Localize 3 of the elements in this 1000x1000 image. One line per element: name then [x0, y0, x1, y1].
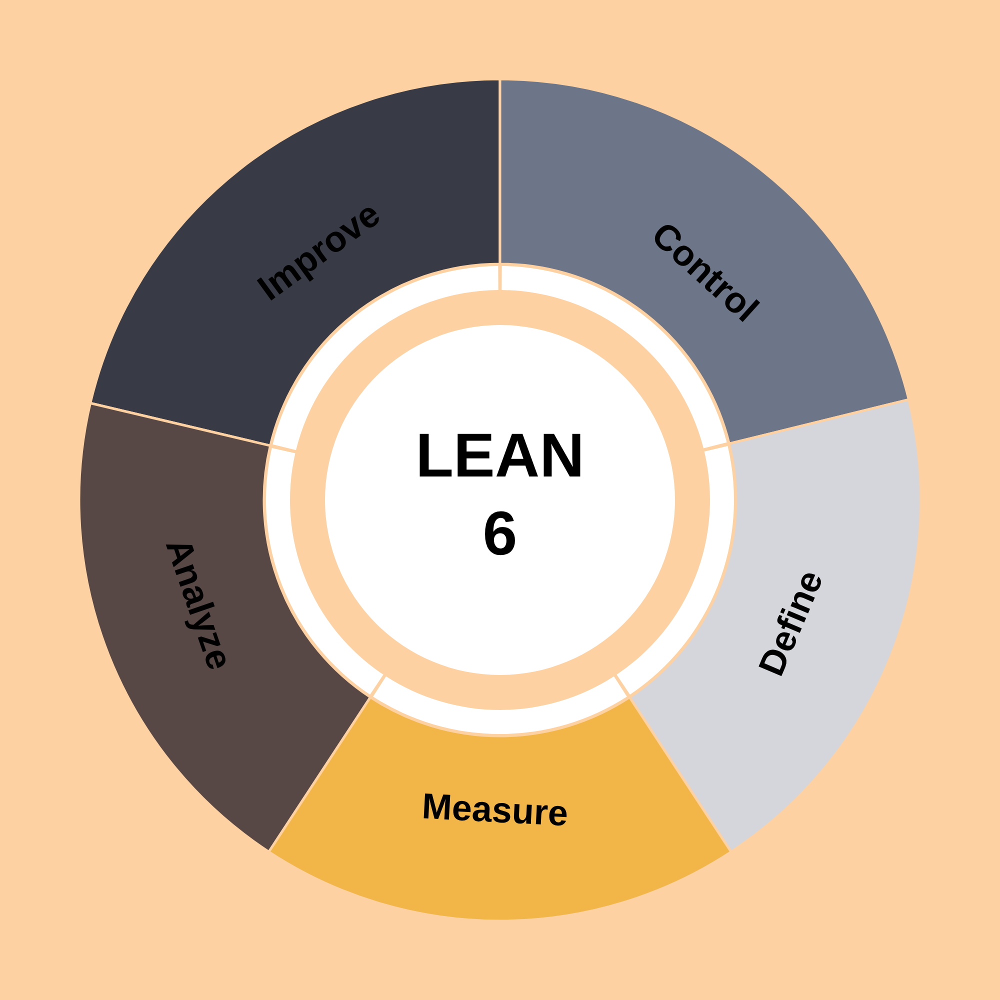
- segment-label: Analyze: [160, 533, 238, 674]
- center-title: LEAN 6: [416, 420, 584, 570]
- segment-label: Measure: [420, 788, 568, 832]
